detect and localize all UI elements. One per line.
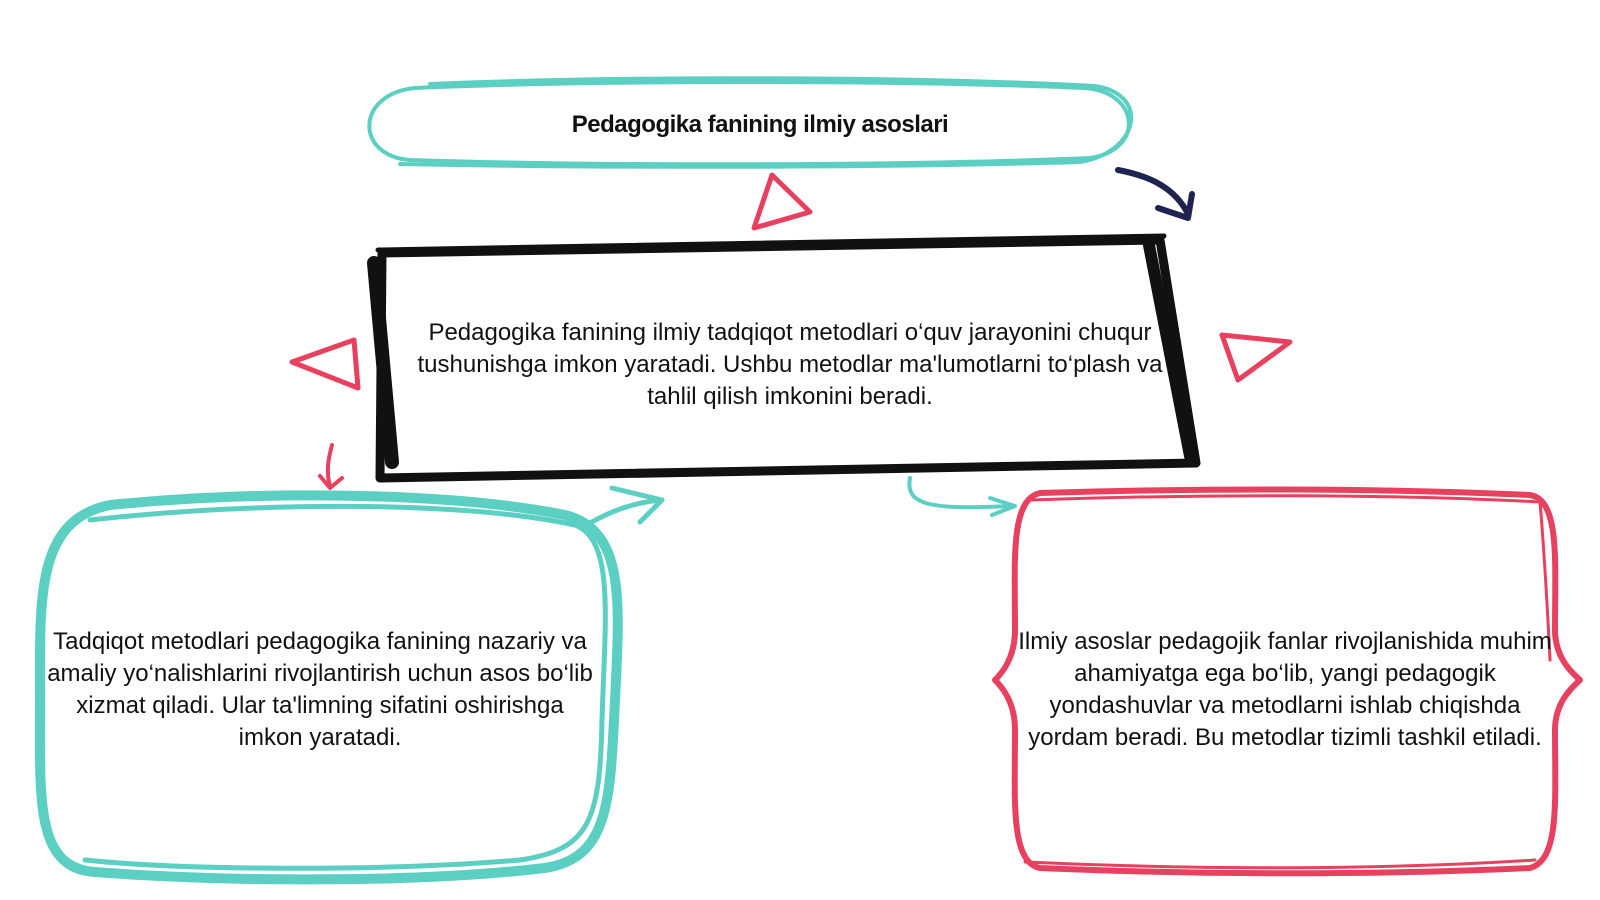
- title-pill-outline: [367, 76, 1134, 169]
- arrow-navy-icon: [1115, 167, 1195, 221]
- left-box-outline: [34, 490, 623, 885]
- center-box-text: Pedagogika fanining ilmiy tadqiqot metod…: [417, 319, 1163, 410]
- left-box-text: Tadqiqot metodlari pedagogika fanining n…: [47, 628, 593, 751]
- arrow-pink-icon: [318, 443, 344, 490]
- center-box-outline: [367, 233, 1201, 483]
- diagram-title: Pedagogika fanining ilmiy asoslari: [571, 111, 949, 138]
- right-box-text: Ilmiy asoslar pedagojik fanlar rivojlani…: [1018, 628, 1552, 751]
- right-box-outline: [992, 486, 1583, 877]
- arrow-teal-right-icon: [907, 476, 1017, 517]
- triangle-right-icon: [1219, 332, 1293, 383]
- arrow-teal-left-icon: [579, 485, 665, 531]
- triangle-top-icon: [751, 172, 813, 231]
- triangle-left-icon: [289, 337, 361, 391]
